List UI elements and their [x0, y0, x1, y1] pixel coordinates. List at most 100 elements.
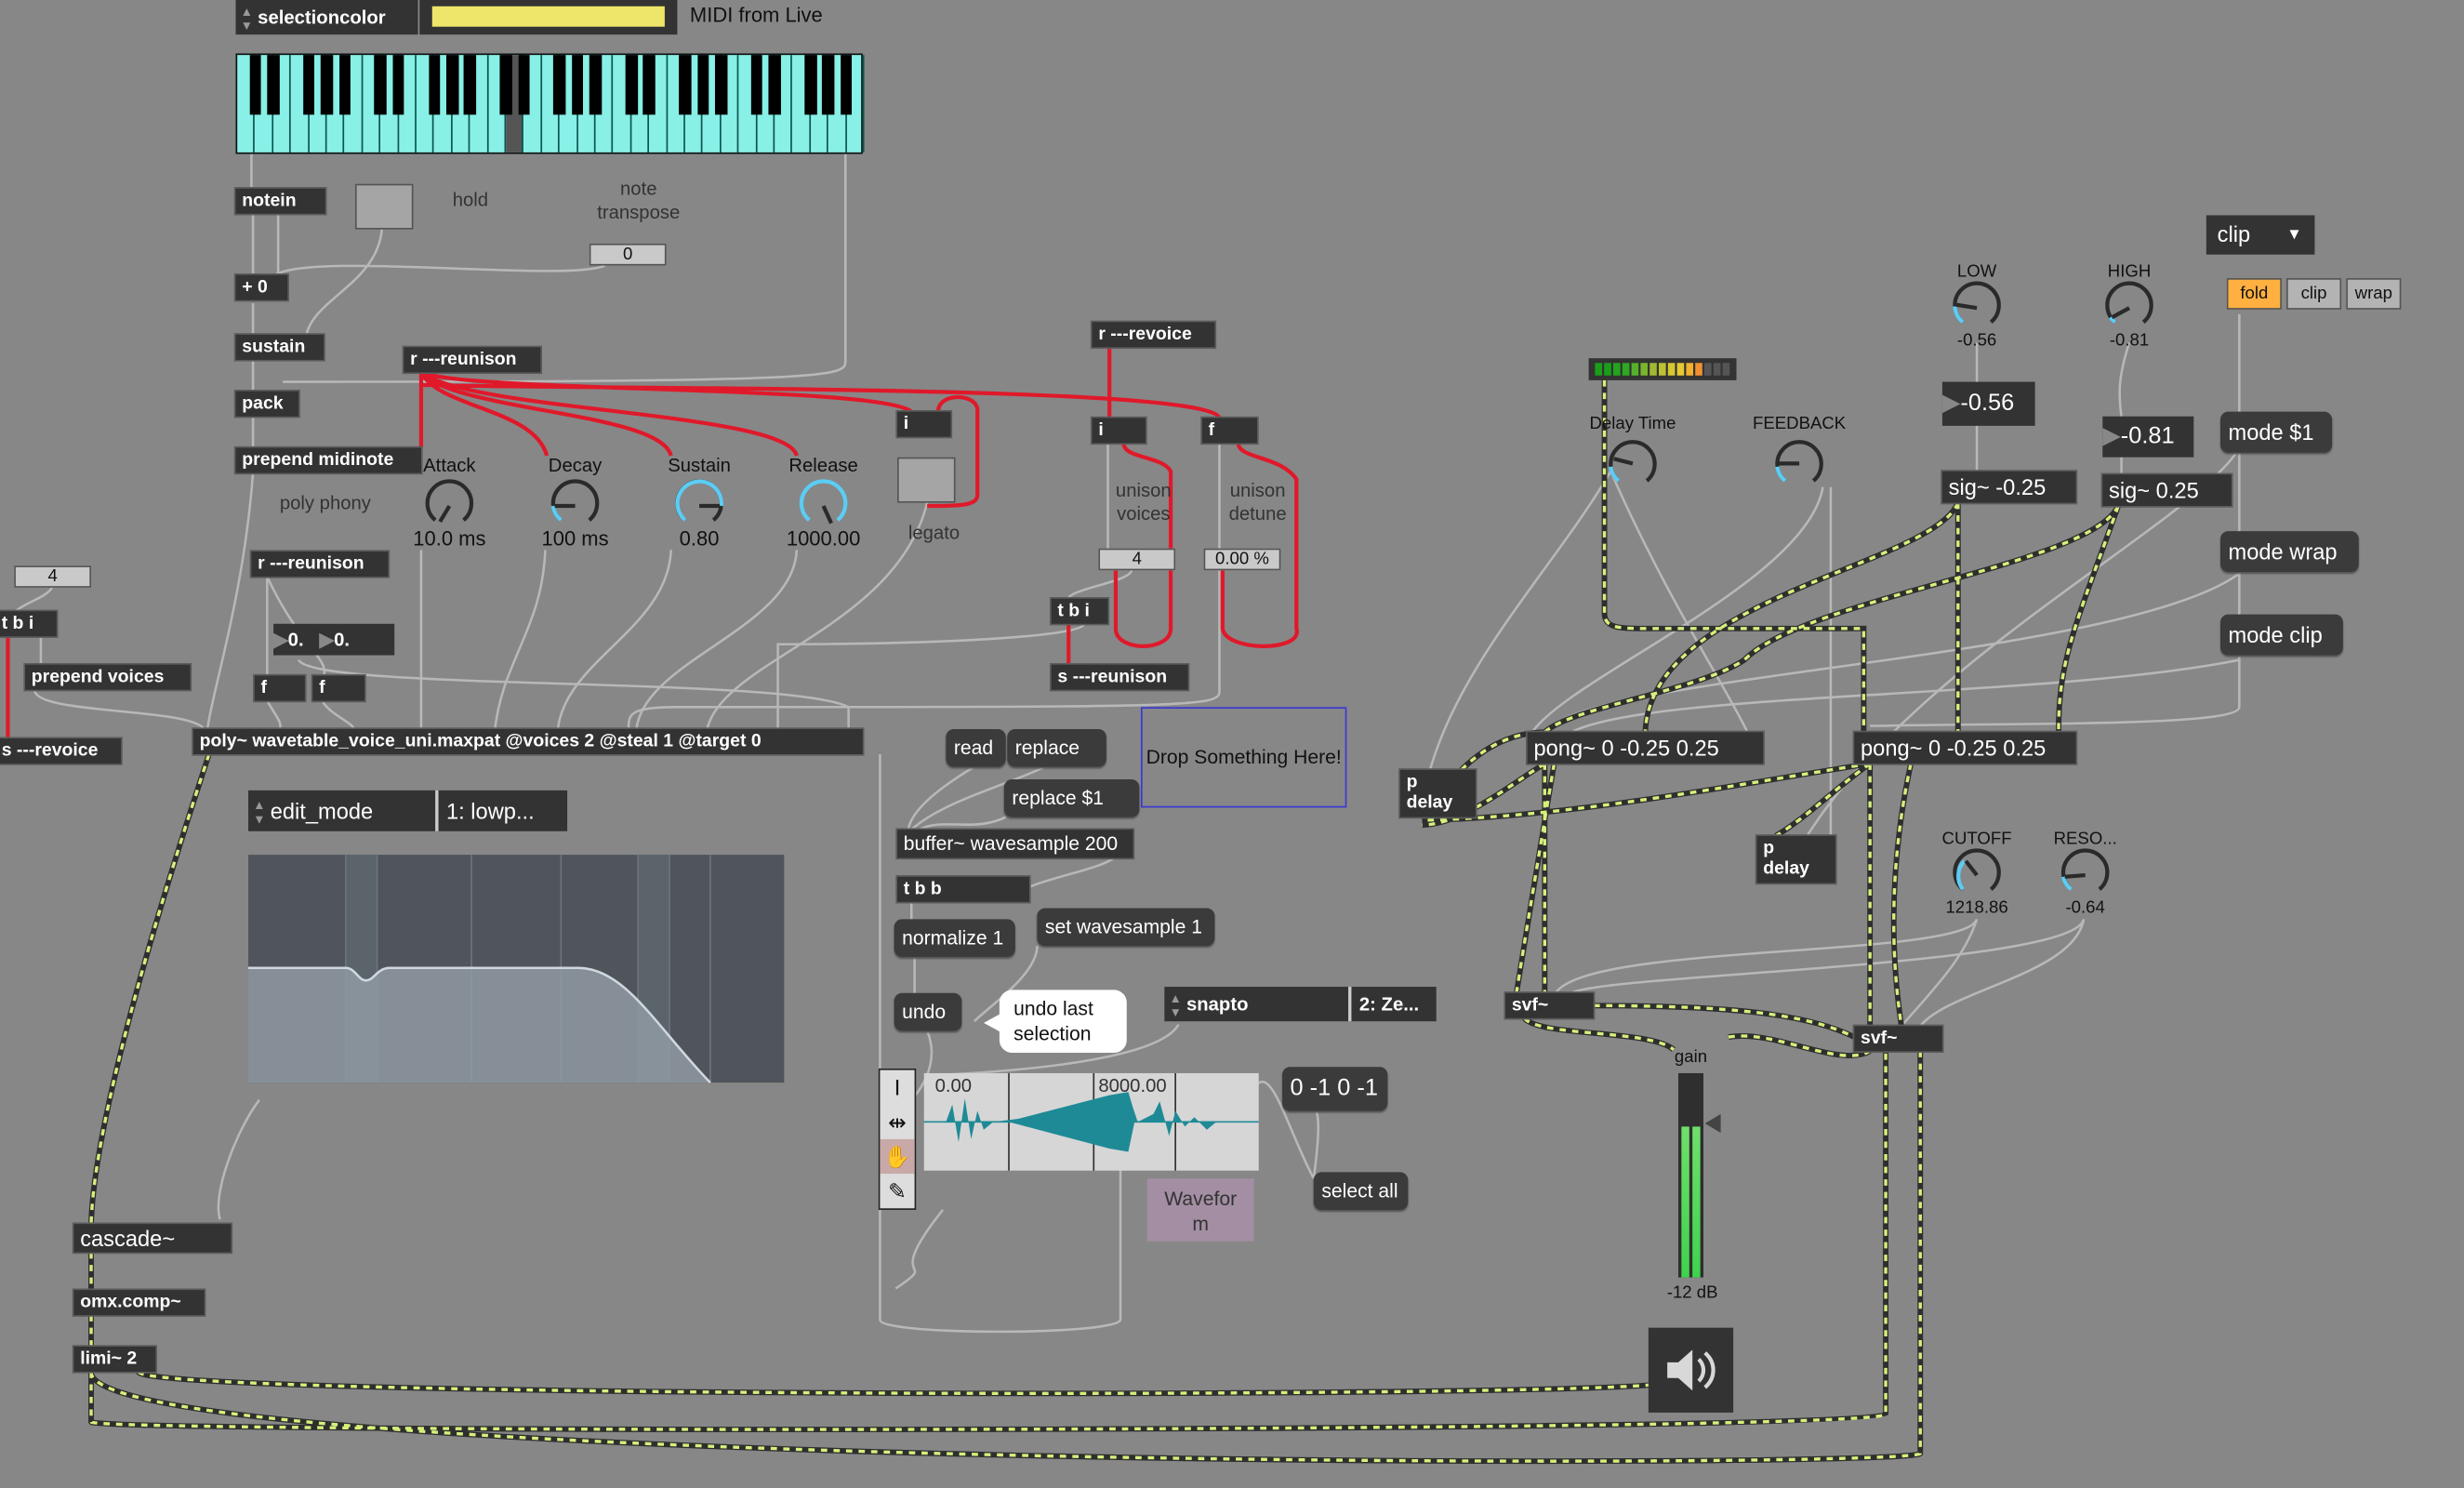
- filter-graph[interactable]: [248, 855, 785, 1083]
- black-key[interactable]: [679, 55, 692, 115]
- black-key[interactable]: [822, 55, 835, 115]
- receive-reunison-object-2[interactable]: r ---reunison: [251, 551, 389, 578]
- replace-message[interactable]: replace: [1007, 728, 1106, 767]
- black-key[interactable]: [840, 55, 853, 115]
- audio-output-dac[interactable]: [1648, 1327, 1734, 1413]
- mode-arg-message[interactable]: mode $1: [2220, 411, 2333, 453]
- float-number-2[interactable]: 0.: [334, 628, 351, 651]
- cascade-object[interactable]: cascade~: [73, 1224, 232, 1253]
- piano-keyboard[interactable]: [235, 53, 865, 154]
- pack-object[interactable]: pack: [235, 391, 299, 417]
- mode-tab-clip[interactable]: clip: [2286, 278, 2342, 310]
- white-key[interactable]: [649, 55, 668, 153]
- black-key[interactable]: [302, 55, 315, 115]
- sig-high-object[interactable]: sig~ 0.25: [2102, 474, 2232, 507]
- unison-detune-number[interactable]: 0.00 %: [1203, 548, 1281, 571]
- black-key[interactable]: [499, 55, 512, 115]
- plus-object[interactable]: + 0: [235, 274, 288, 300]
- limiter-object[interactable]: limi~ 2: [73, 1346, 156, 1372]
- black-key[interactable]: [590, 55, 602, 115]
- black-key[interactable]: [392, 55, 404, 115]
- black-key[interactable]: [571, 55, 584, 115]
- hold-toggle[interactable]: [354, 183, 414, 230]
- pong-object-1[interactable]: pong~ 0 -0.25 0.25: [1527, 732, 1764, 764]
- black-key[interactable]: [374, 55, 387, 115]
- transpose-number[interactable]: 0: [589, 243, 667, 266]
- high-float-number[interactable]: ▶-0.81: [2102, 416, 2194, 458]
- float-object-2[interactable]: f: [312, 675, 365, 701]
- voices-number[interactable]: 4: [14, 565, 92, 588]
- white-key[interactable]: [775, 55, 793, 153]
- pencil-tool-icon[interactable]: ✎: [888, 1178, 907, 1204]
- select-all-message[interactable]: select all: [1313, 1172, 1409, 1210]
- svf-object-1[interactable]: svf~: [1505, 992, 1594, 1018]
- gain-slider-handle[interactable]: [1704, 1113, 1721, 1134]
- black-key[interactable]: [804, 55, 817, 115]
- mode-clip-message[interactable]: mode clip: [2220, 614, 2343, 656]
- gain-slider[interactable]: [1677, 1072, 1704, 1278]
- hand-tool-icon[interactable]: ✋: [880, 1138, 915, 1175]
- black-key[interactable]: [428, 55, 441, 115]
- sig-low-object[interactable]: sig~ -0.25: [1941, 471, 2076, 503]
- black-key[interactable]: [625, 55, 638, 115]
- omx-comp-object[interactable]: omx.comp~: [73, 1290, 205, 1316]
- black-key[interactable]: [768, 55, 781, 115]
- trigger-object-left[interactable]: t b i: [0, 611, 57, 637]
- trigger-object-right[interactable]: t b i: [1051, 598, 1108, 624]
- int-object-voices[interactable]: i: [1092, 418, 1146, 444]
- float-object-1[interactable]: f: [254, 675, 305, 701]
- receive-revoice-object[interactable]: r ---revoice: [1092, 322, 1215, 348]
- normalize-message[interactable]: normalize 1: [894, 919, 1015, 957]
- mode-wrap-message[interactable]: mode wrap: [2220, 531, 2359, 572]
- send-revoice-object[interactable]: s ---revoice: [0, 738, 122, 764]
- drop-file-area[interactable]: Drop Something Here!: [1140, 707, 1347, 808]
- unison-voices-number[interactable]: 4: [1098, 548, 1176, 571]
- pong-object-2[interactable]: pong~ 0 -0.25 0.25: [1854, 732, 2076, 764]
- black-key[interactable]: [464, 55, 477, 115]
- white-key[interactable]: [721, 55, 739, 153]
- select-tool-icon[interactable]: I: [894, 1074, 901, 1100]
- white-key[interactable]: [470, 55, 488, 153]
- delay-subpatch-2[interactable]: p delay: [1756, 835, 1835, 884]
- black-key[interactable]: [715, 55, 727, 115]
- prepend-midinote-object[interactable]: prepend midinote: [235, 447, 421, 473]
- mode-tab-fold[interactable]: fold: [2226, 278, 2282, 310]
- legato-toggle[interactable]: [897, 457, 956, 503]
- replace-arg-message[interactable]: replace $1: [1003, 779, 1140, 817]
- float-number-pair[interactable]: ▶0. ▶0.: [273, 623, 395, 656]
- color-swatch[interactable]: [419, 0, 678, 35]
- black-key[interactable]: [696, 55, 709, 115]
- black-key[interactable]: [446, 55, 458, 115]
- waveform-display[interactable]: 0.00 8000.00: [923, 1072, 1259, 1171]
- notein-object[interactable]: notein: [235, 188, 325, 214]
- black-key[interactable]: [642, 55, 656, 115]
- receive-reunison-object[interactable]: r ---reunison: [404, 347, 541, 373]
- black-key[interactable]: [338, 55, 351, 115]
- white-key[interactable]: [273, 55, 291, 153]
- trigger-bb-object[interactable]: t b b: [897, 876, 1029, 902]
- black-key[interactable]: [553, 55, 566, 115]
- float-object-detune[interactable]: f: [1201, 418, 1258, 444]
- white-key[interactable]: [399, 55, 417, 153]
- read-message[interactable]: read: [946, 728, 1006, 767]
- black-key[interactable]: [267, 55, 280, 115]
- sustain-object[interactable]: sustain: [235, 334, 325, 360]
- black-key[interactable]: [249, 55, 261, 115]
- white-key[interactable]: [523, 55, 542, 153]
- white-key[interactable]: [345, 55, 364, 153]
- selectioncolor-menu[interactable]: ▲▼selectioncolor: [235, 0, 418, 35]
- move-tool-icon[interactable]: ⇹: [888, 1109, 907, 1135]
- undo-message[interactable]: undo: [894, 992, 962, 1031]
- mode-menu[interactable]: clip▼: [2206, 215, 2315, 255]
- range-message[interactable]: 0 -1 0 -1: [1282, 1067, 1388, 1111]
- svf-object-2[interactable]: svf~: [1854, 1026, 1942, 1052]
- set-wavesample-message[interactable]: set wavesample 1: [1037, 908, 1215, 947]
- poly-object[interactable]: poly~ wavetable_voice_uni.maxpat @voices…: [192, 728, 863, 754]
- buffer-object[interactable]: buffer~ wavesample 200: [897, 830, 1133, 858]
- delay-subpatch-1[interactable]: p delay: [1399, 769, 1476, 817]
- int-object-legato[interactable]: i: [897, 411, 951, 437]
- black-key[interactable]: [321, 55, 333, 115]
